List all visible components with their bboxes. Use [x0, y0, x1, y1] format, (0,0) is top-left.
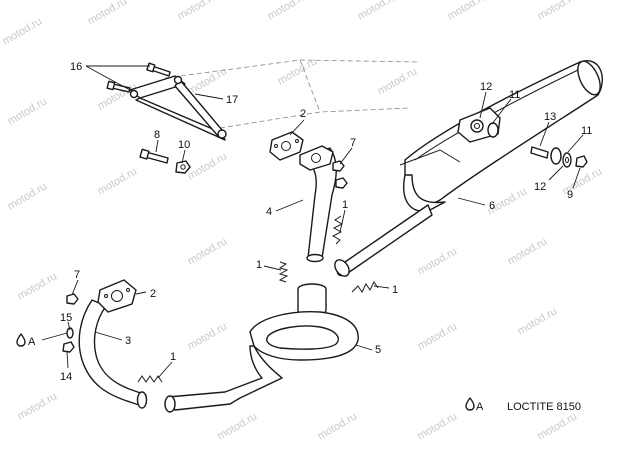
nut-7-lower — [66, 293, 79, 305]
callout-15: 15 — [60, 312, 72, 324]
legend: A LOCTITE 8150 — [465, 397, 581, 413]
support-bracket — [129, 75, 227, 141]
washer-11 — [562, 152, 572, 168]
watermark: motod.ru — [516, 305, 560, 337]
collector-pipe — [164, 283, 359, 413]
callout-11-right: 11 — [581, 125, 592, 137]
legend-symbol: A — [476, 401, 484, 413]
callout-8: 8 — [154, 129, 160, 141]
watermark: motod.ru — [86, 0, 130, 28]
droplet-icon — [16, 333, 26, 347]
legend-text: LOCTITE 8150 — [507, 401, 581, 413]
callout-12-right: 12 — [534, 181, 546, 193]
mount-pin — [530, 146, 562, 165]
rear-header-pipe — [299, 145, 337, 263]
watermark: motod.ru — [16, 270, 60, 302]
watermark: motod.ru — [356, 0, 400, 23]
watermark: motod.ru — [186, 235, 230, 267]
callout-1-right: 1 — [392, 284, 398, 296]
callout-1-upper: 1 — [342, 199, 348, 211]
watermark: motod.ru — [446, 0, 490, 23]
spring-lower — [137, 375, 163, 383]
flange-lower — [97, 279, 137, 313]
callout-1-lower: 1 — [170, 351, 176, 363]
callout-14: 14 — [60, 371, 72, 383]
callout-5: 5 — [375, 344, 381, 356]
silencer — [334, 60, 603, 277]
callout-1-left: 1 — [256, 259, 262, 271]
watermark: motod.ru — [376, 65, 420, 97]
watermark: motod.ru — [506, 235, 550, 267]
leader-lines — [41, 65, 584, 379]
flange-upper — [269, 131, 304, 161]
watermark: motod.ru — [186, 320, 230, 352]
watermark: motod.ru — [1, 15, 45, 47]
callout-3: 3 — [125, 335, 131, 347]
watermark: motod.ru — [416, 245, 460, 277]
watermark: motod.ru — [186, 150, 230, 182]
bracket-bolts — [106, 62, 171, 93]
watermark: motod.ru — [536, 0, 580, 23]
watermark: motod.ru — [266, 0, 310, 23]
nut-7-upper — [332, 160, 348, 189]
watermark: motod.ru — [416, 320, 460, 352]
callout-13: 13 — [544, 111, 556, 123]
spring-upper — [331, 215, 344, 245]
callout-10: 10 — [178, 139, 190, 151]
callout-12-upper: 12 — [480, 81, 492, 93]
nut-9 — [575, 155, 588, 168]
spring-right — [351, 281, 379, 293]
mount-bolt — [139, 148, 169, 164]
callout-2-lower: 2 — [150, 288, 156, 300]
watermark: motod.ru — [536, 410, 580, 442]
sealant-marker: A — [16, 333, 36, 348]
callout-2-upper: 2 — [300, 108, 306, 120]
front-header-pipe — [78, 299, 148, 409]
callout-11-upper: 11 — [509, 89, 520, 101]
watermark: motod.ru — [176, 0, 220, 23]
watermark: motod.ru — [416, 410, 460, 442]
sealant-marker-label: A — [28, 336, 36, 348]
callout-7-upper: 7 — [350, 137, 356, 149]
nut-14 — [62, 341, 75, 353]
watermark: motod.ru — [316, 410, 360, 442]
callout-9: 9 — [567, 189, 573, 201]
callout-17: 17 — [226, 94, 238, 106]
callout-4: 4 — [266, 206, 272, 218]
watermark: motod.ru — [216, 410, 260, 442]
watermark: motod.ru — [6, 180, 50, 212]
spring-left — [278, 261, 289, 283]
watermark: motod.ru — [6, 95, 50, 127]
frame-phantom-lines — [164, 59, 421, 129]
callout-16: 16 — [70, 61, 82, 73]
callout-7-lower: 7 — [74, 269, 80, 281]
silencer-mount-tab — [457, 107, 501, 143]
mount-nut — [175, 160, 191, 174]
callout-6: 6 — [489, 200, 495, 212]
droplet-icon — [465, 397, 475, 411]
watermark: motod.ru — [96, 165, 140, 197]
watermark: motod.ru — [16, 390, 60, 422]
callout-labels: 16 17 8 10 2 7 4 1 12 11 13 11 12 9 6 1 … — [60, 61, 592, 383]
